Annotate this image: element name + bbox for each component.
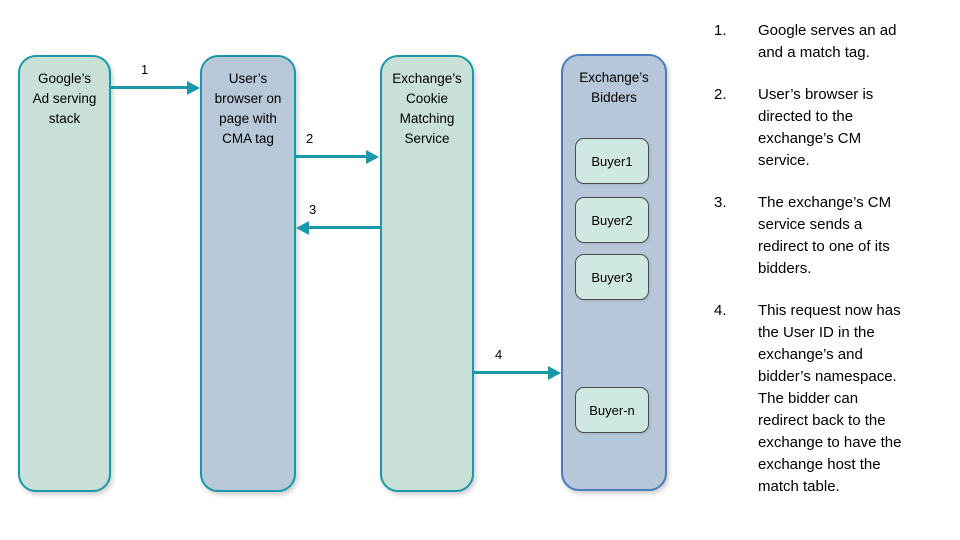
step-text: Google serves an ad and a match tag. bbox=[758, 22, 897, 61]
step-text: User’s browser is directed to the exchan… bbox=[758, 86, 874, 169]
node-label: User’s browser on page with CMA tag bbox=[214, 71, 282, 146]
arrow-4-head-icon bbox=[548, 366, 561, 380]
step-text: The exchange’s CM service sends a redire… bbox=[758, 194, 892, 277]
buyer-box: Buyer-n bbox=[575, 387, 649, 433]
steps-list: 1. Google serves an ad and a match tag. … bbox=[714, 20, 956, 518]
buyer-box: Buyer3 bbox=[575, 254, 649, 300]
node-users-browser: User’s browser on page with CMA tag bbox=[200, 55, 296, 492]
list-item: 3. The exchange’s CM service sends a red… bbox=[714, 192, 956, 280]
step-number: 2. bbox=[714, 86, 727, 103]
buyer-label: Buyer1 bbox=[591, 153, 633, 169]
node-exchanges-bidders: Exchange’s Bidders Buyer1 Buyer2 Buyer3 … bbox=[561, 54, 667, 491]
arrow-3-head-icon bbox=[296, 221, 309, 235]
step-number: 1. bbox=[714, 22, 727, 39]
step-number: 4. bbox=[714, 302, 727, 319]
arrow-2-head-icon bbox=[366, 150, 379, 164]
arrow-3-label: 3 bbox=[309, 202, 317, 217]
arrow-1-head-icon bbox=[187, 81, 200, 95]
node-google-ad-serving-stack: Google’s Ad serving stack bbox=[18, 55, 111, 492]
node-label: Exchange’s Cookie Matching Service bbox=[392, 71, 462, 146]
arrow-1-label: 1 bbox=[141, 62, 149, 77]
node-label: Exchange’s Bidders bbox=[579, 70, 649, 105]
step-number: 3. bbox=[714, 194, 727, 211]
node-cookie-matching-service: Exchange’s Cookie Matching Service bbox=[380, 55, 474, 492]
arrow-3-line bbox=[308, 226, 380, 229]
arrow-4-label: 4 bbox=[495, 347, 503, 362]
buyer-box: Buyer2 bbox=[575, 197, 649, 243]
arrow-4-line bbox=[474, 371, 550, 374]
buyer-label: Buyer-n bbox=[589, 402, 635, 418]
arrow-2-label: 2 bbox=[306, 131, 314, 146]
buyer-label: Buyer2 bbox=[591, 212, 633, 228]
list-item: 2. User’s browser is directed to the exc… bbox=[714, 84, 956, 172]
arrow-1-line bbox=[111, 86, 189, 89]
arrow-2-line bbox=[296, 155, 368, 158]
list-item: 4. This request now has the User ID in t… bbox=[714, 300, 956, 498]
buyer-label: Buyer3 bbox=[591, 269, 633, 285]
list-item: 1. Google serves an ad and a match tag. bbox=[714, 20, 956, 64]
buyer-box: Buyer1 bbox=[575, 138, 649, 184]
node-label: Google’s Ad serving stack bbox=[32, 71, 97, 126]
step-text: This request now has the User ID in the … bbox=[758, 302, 902, 495]
